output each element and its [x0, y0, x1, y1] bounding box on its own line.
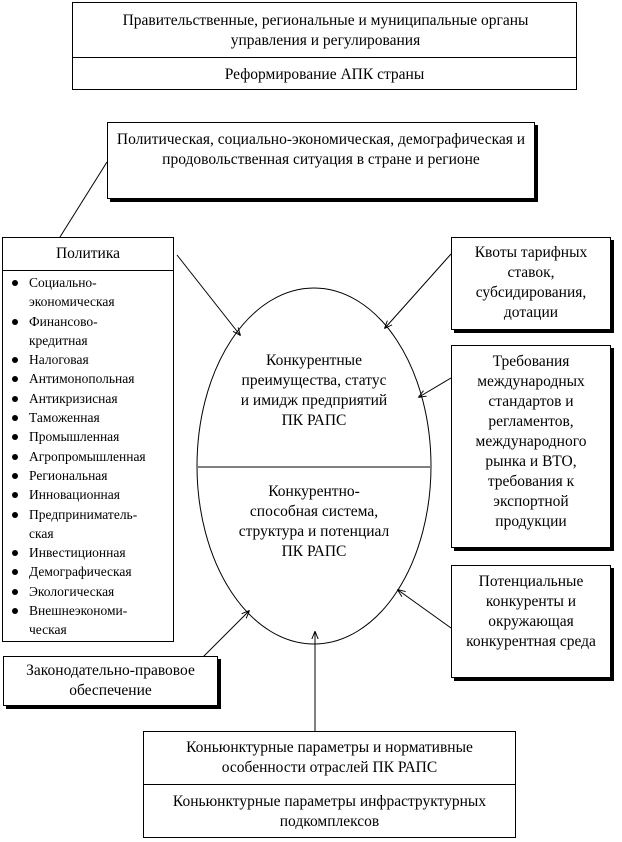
conjuncture-box-title: Коньюнктурные параметры и нормативные ос…: [186, 739, 473, 776]
policy-item-label: Промышленная: [29, 429, 120, 445]
policy-item-label: ская: [29, 525, 54, 541]
policy-item-continuation: экономическая: [9, 292, 174, 311]
government-box: Правительственные, региональные и муници…: [72, 2, 577, 90]
competitors-box-text: Потенциальные конкуренты и окружающая ко…: [466, 573, 596, 650]
quotas-box: Квоты тарифных ставок, субсидирования, д…: [451, 237, 611, 330]
policy-item-continuation: кредитная: [9, 331, 174, 350]
requirements-box: Требования международных стандартов и ре…: [451, 345, 611, 548]
bullet-icon: [12, 395, 18, 402]
policy-item: Предприниматель-: [9, 505, 174, 524]
policy-item: Инновационная: [9, 485, 174, 504]
policy-box: Политика: [2, 237, 174, 642]
policy-arrow: [176, 254, 240, 335]
policy-item: Антикризисная: [9, 389, 174, 408]
policy-item: Социально-: [9, 273, 174, 292]
policy-item: Финансово-: [9, 312, 174, 331]
policy-box-title: Политика: [55, 245, 120, 262]
policy-item-label: Региональная: [29, 467, 108, 483]
bullet-icon: [12, 550, 18, 557]
conjuncture-box-subtitle: Коньюнктурные параметры инфраструктурных…: [172, 793, 487, 830]
bullet-icon: [12, 588, 18, 595]
policy-item: Агропромышленная: [9, 447, 174, 466]
competitors-box: Потенциальные конкуренты и окружающая ко…: [451, 565, 611, 678]
policy-item: Демографическая: [9, 562, 174, 581]
conjuncture-box-divider: [144, 784, 515, 785]
ellipse-top-text: Конкурентные преимущества, статус и имид…: [240, 352, 388, 429]
policy-item: Антимонопольная: [9, 369, 174, 388]
policy-item: Налоговая: [9, 350, 174, 369]
ellipse-bottom-text: Конкурентно-способная система, структура…: [238, 483, 390, 560]
bullet-icon: [12, 569, 18, 576]
policy-item: Региональная: [9, 466, 174, 485]
quotas-box-text: Квоты тарифных ставок, субсидирования, д…: [474, 244, 588, 321]
bullet-icon: [12, 357, 18, 364]
competitors-arrow: [398, 590, 452, 629]
policy-item-label: Внешнеэкономи-: [29, 603, 128, 619]
policy-item-label: Экологическая: [29, 583, 115, 599]
central-ellipse: [196, 287, 432, 645]
bullet-icon: [12, 415, 18, 422]
legal-arrow: [196, 611, 249, 664]
requirements-arrow: [419, 377, 452, 397]
policy-item: Инвестиционная: [9, 543, 174, 562]
bullet-icon: [12, 492, 18, 499]
policy-item-label: экономическая: [29, 294, 115, 310]
policy-item: Промышленная: [9, 427, 174, 446]
policy-item-label: Социально-: [29, 275, 97, 290]
policy-item-label: Антикризисная: [29, 390, 118, 406]
policy-item-label: ческая: [29, 622, 67, 638]
policy-item-label: Финансово-: [29, 313, 98, 329]
bullet-icon: [12, 453, 18, 460]
policy-item: Экологическая: [9, 582, 174, 601]
government-box-subtitle: Реформирование АПК страны: [224, 66, 425, 83]
policy-item-label: Предприниматель-: [29, 506, 138, 522]
bullet-icon: [12, 608, 18, 615]
policy-item-label: кредитная: [29, 332, 88, 348]
bullet-icon: [12, 318, 18, 325]
quotas-arrow: [385, 253, 452, 328]
policy-item-label: Таможенная: [29, 410, 100, 426]
policy-item-label: Налоговая: [29, 352, 89, 368]
bullet-icon: [12, 472, 18, 479]
policy-item-label: Инвестиционная: [29, 545, 126, 561]
policy-item-label: Инновационная: [29, 487, 120, 503]
bullet-icon: [12, 434, 18, 441]
legal-box: Законодательно-правовое обеспечение: [3, 656, 218, 706]
situation-to-policy-line: [59, 161, 108, 238]
bullet-icon: [12, 280, 18, 286]
legal-box-text: Законодательно-правовое обеспечение: [26, 662, 195, 699]
bullet-icon: [12, 376, 18, 383]
government-box-title: Правительственные, региональные и муници…: [122, 12, 529, 49]
policy-item-continuation: ская: [9, 524, 174, 543]
policy-item-continuation: ческая: [9, 620, 174, 639]
policy-box-divider: [3, 270, 173, 271]
situation-box-text: Политическая, социально-экономическая, д…: [116, 131, 526, 168]
policy-item-label: Агропромышленная: [29, 448, 146, 464]
requirements-box-text: Требования международных стандартов и ре…: [475, 353, 587, 530]
policy-item: Таможенная: [9, 408, 174, 427]
policy-item-label: Антимонопольная: [29, 371, 135, 387]
policy-item: Внешнеэкономи-: [9, 601, 174, 620]
situation-box: Политическая, социально-экономическая, д…: [107, 122, 535, 199]
policy-item-label: Демографическая: [29, 564, 132, 580]
bullet-icon: [12, 511, 18, 518]
conjuncture-box: Коньюнктурные параметры и нормативные ос…: [143, 731, 516, 838]
government-box-divider: [73, 57, 576, 58]
